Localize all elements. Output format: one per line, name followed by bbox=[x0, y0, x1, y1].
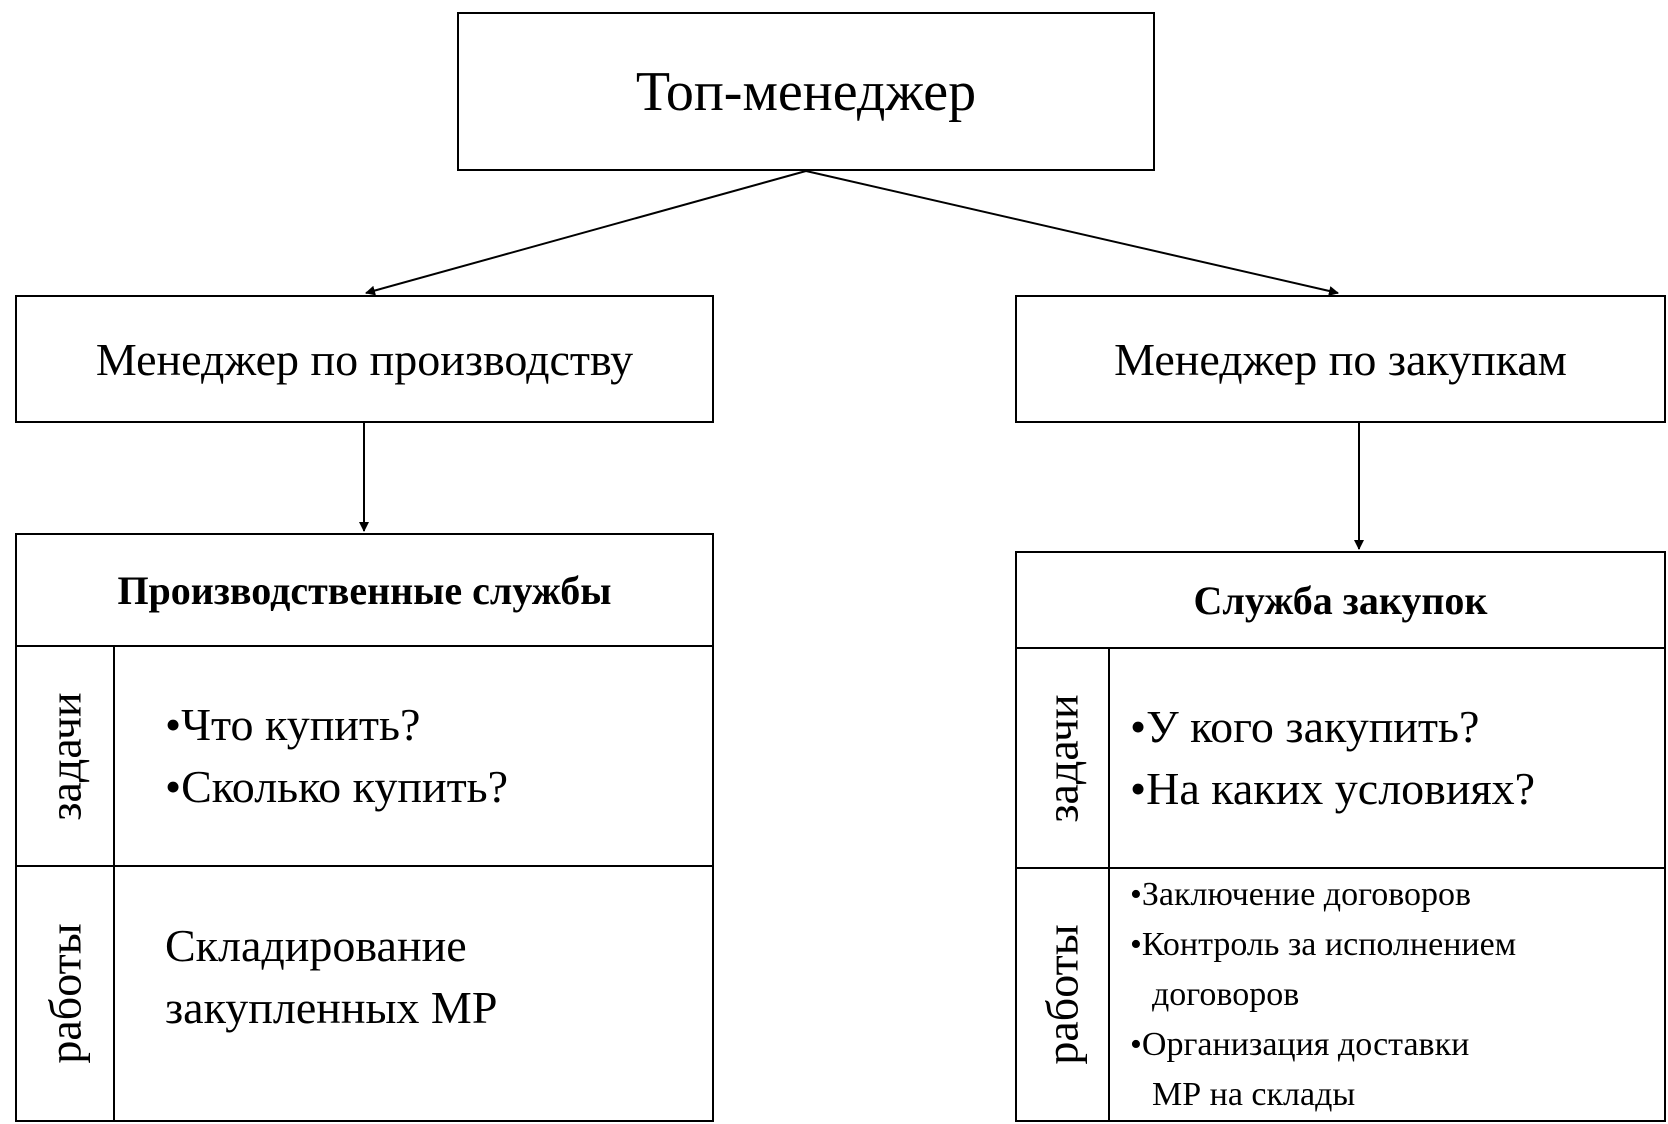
purchasing-tasks-content: •У кого закупить? •На каких условиях? bbox=[1110, 649, 1664, 867]
purchasing-department-table: Служба закупок задачи •У кого закупить? … bbox=[1015, 551, 1666, 1122]
purchasing-task-item: •У кого закупить? bbox=[1130, 701, 1480, 752]
purchasing-works-label: работы bbox=[1037, 924, 1089, 1065]
production-works-side-label: работы bbox=[17, 867, 115, 1120]
purchasing-department-title: Служба закупок bbox=[1017, 553, 1664, 649]
purchasing-work-item: •Заключение договоров bbox=[1130, 875, 1472, 913]
production-department-table: Производственные службы задачи •Что купи… bbox=[15, 533, 714, 1122]
production-works-label: работы bbox=[39, 923, 91, 1064]
purchasing-tasks-side-label: задачи bbox=[1017, 649, 1110, 867]
production-tasks-side-label: задачи bbox=[17, 647, 115, 865]
purchasing-works-side-label: работы bbox=[1017, 869, 1110, 1120]
production-task-item: •Сколько купить? bbox=[165, 761, 509, 812]
purchasing-task-item: •На каких условиях? bbox=[1130, 763, 1536, 814]
arrow-top-to-purchasing bbox=[805, 170, 1339, 296]
purchasing-works-row: работы •Заключение договоров •Контроль з… bbox=[1017, 869, 1664, 1120]
purchasing-works-content: •Заключение договоров •Контроль за испол… bbox=[1110, 869, 1664, 1120]
production-tasks-content: •Что купить? •Сколько купить? bbox=[115, 647, 712, 865]
purchasing-work-item: •Организация доставки bbox=[1130, 1025, 1470, 1063]
purchasing-manager-box: Менеджер по закупкам bbox=[1015, 295, 1666, 423]
purchasing-tasks-row: задачи •У кого закупить? •На каких услов… bbox=[1017, 649, 1664, 869]
production-tasks-row: задачи •Что купить? •Сколько купить? bbox=[17, 647, 712, 867]
production-tasks-label: задачи bbox=[39, 691, 91, 821]
arrow-top-to-production bbox=[365, 170, 807, 296]
purchasing-tasks-label: задачи bbox=[1037, 693, 1089, 823]
production-work-item: Складирование bbox=[165, 920, 467, 971]
production-works-row: работы Складирование закупленных МР bbox=[17, 867, 712, 1120]
production-manager-label: Менеджер по производству bbox=[95, 333, 634, 385]
top-manager-box: Топ-менеджер bbox=[457, 12, 1155, 171]
top-manager-label: Топ-менеджер bbox=[635, 60, 977, 123]
production-manager-box: Менеджер по производству bbox=[15, 295, 714, 423]
purchasing-work-item: •Контроль за исполнением bbox=[1130, 925, 1517, 963]
production-works-content: Складирование закупленных МР bbox=[115, 867, 712, 1120]
purchasing-work-item: договоров bbox=[1152, 975, 1300, 1013]
production-task-item: •Что купить? bbox=[165, 699, 421, 750]
purchasing-manager-label: Менеджер по закупкам bbox=[1114, 333, 1567, 385]
purchasing-work-item: МР на склады bbox=[1152, 1075, 1356, 1113]
production-work-item: закупленных МР bbox=[165, 982, 498, 1033]
production-department-title: Производственные службы bbox=[17, 535, 712, 647]
